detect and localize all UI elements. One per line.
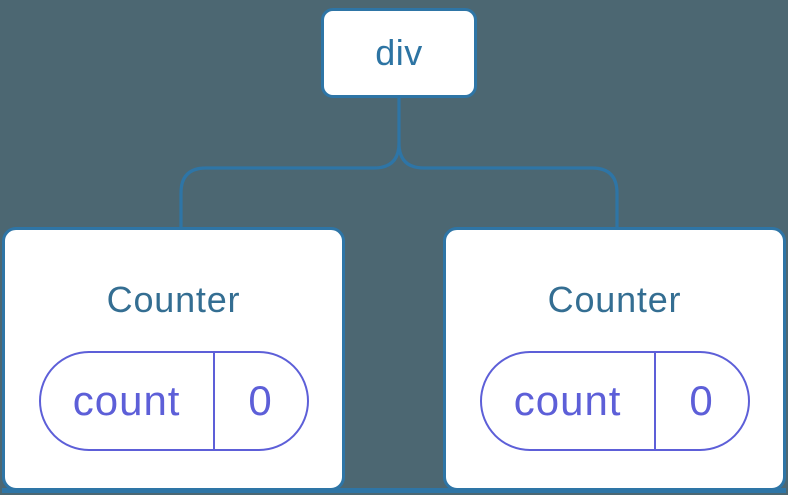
state-value: 0	[689, 377, 714, 424]
root-node: div	[321, 8, 477, 98]
state-pill: count 0	[479, 351, 750, 451]
state-key-cell: count	[482, 353, 656, 449]
state-pill: count 0	[38, 351, 309, 451]
state-key-label: count	[72, 377, 181, 424]
counter-node-left: Counter count 0	[2, 227, 345, 491]
state-value: 0	[248, 377, 273, 424]
counter-title: Counter	[106, 279, 241, 320]
baseline-bar	[2, 488, 786, 493]
state-key-label: count	[513, 377, 622, 424]
connector-right-branch	[397, 142, 619, 229]
state-key-cell: count	[41, 353, 215, 449]
root-node-label: div	[375, 32, 423, 73]
counter-title: Counter	[547, 279, 682, 320]
counter-node-right: Counter count 0	[443, 227, 786, 491]
connector-left-branch	[179, 98, 401, 229]
state-value-cell: 0	[656, 353, 748, 449]
state-value-cell: 0	[215, 353, 307, 449]
